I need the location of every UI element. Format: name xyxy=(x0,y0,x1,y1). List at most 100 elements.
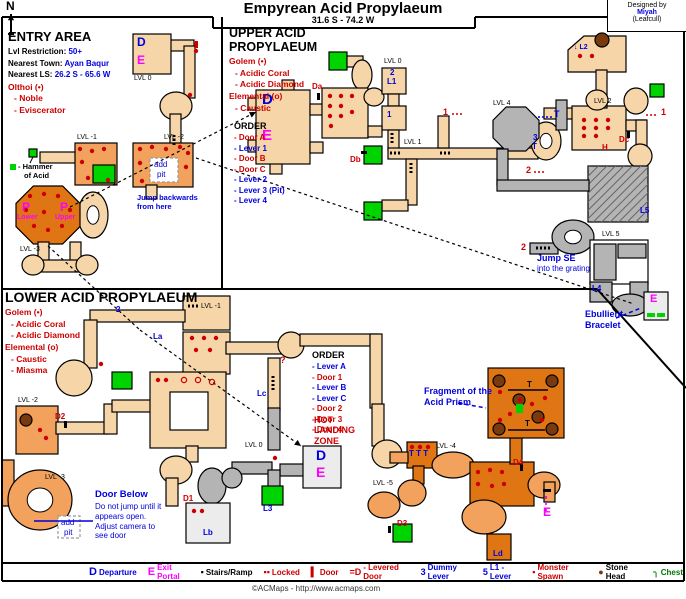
map-shape xyxy=(21,254,45,276)
monster-spawn-dot xyxy=(193,41,199,47)
monster-spawn-dot xyxy=(338,93,344,99)
level-label: LVL -5 xyxy=(373,480,393,487)
map-shape xyxy=(185,445,199,463)
map-shape xyxy=(389,451,409,464)
order-item: - Door 3 xyxy=(312,414,343,424)
order-item: - Door 4 xyxy=(312,425,343,434)
map-shape xyxy=(657,313,665,317)
map-shape xyxy=(617,243,647,259)
map-shape xyxy=(363,87,385,107)
legend-item: ▍Door xyxy=(311,567,339,578)
lever-marker: L1 xyxy=(387,77,397,86)
map-shape xyxy=(381,67,407,95)
door-below-note: Door Below Do not jump until it appears … xyxy=(95,489,162,541)
stone-head xyxy=(594,32,610,48)
monster-spawn-dot xyxy=(79,159,85,165)
map-shape xyxy=(369,333,383,409)
dummy-lever-icon: 3 xyxy=(420,567,426,577)
hot-landing-room xyxy=(302,445,342,489)
portal-marker: E xyxy=(316,464,326,480)
map-label: T xyxy=(525,419,530,428)
monster-spawn-dot xyxy=(89,148,95,154)
monster-spawn-dot xyxy=(43,435,49,441)
monster-spawn-dot xyxy=(501,481,507,487)
door-marker: D1 xyxy=(183,494,194,503)
map-shape xyxy=(627,143,653,169)
compass-north-label: N xyxy=(6,0,15,13)
map-shape xyxy=(169,391,209,431)
map-shape xyxy=(647,313,655,317)
room-lvl-m3 xyxy=(15,185,81,245)
monster-spawn-dot xyxy=(41,209,47,215)
door-marker: Dc xyxy=(619,135,630,144)
map-shape xyxy=(496,179,590,192)
map-shape xyxy=(623,87,649,115)
level-label: LVL -1 xyxy=(201,303,221,310)
monster-item: - Acidic Diamond xyxy=(235,79,305,89)
legend-label: Stairs/Ramp xyxy=(205,567,253,577)
monster-group-name: Elemental (o) xyxy=(5,342,59,352)
map-shape xyxy=(461,499,507,535)
stairs-ramp-icon: ▪ xyxy=(200,567,204,577)
monster-spawn-dot xyxy=(529,401,535,407)
monster-spawn-dot xyxy=(272,455,278,461)
map-coordinates: 31.6 S - 74.2 W xyxy=(311,15,375,25)
portal-marker: E xyxy=(137,53,146,67)
monster-spawn-dot xyxy=(45,227,51,233)
monster-spawn-dot xyxy=(489,483,495,489)
monster-spawn-dot xyxy=(59,223,65,229)
order-item: - Door 2 xyxy=(312,404,343,413)
monster-spawn-dot xyxy=(183,164,189,170)
lever-marker: D xyxy=(316,447,327,463)
level-label: LVL 0 xyxy=(245,442,263,449)
monster-spawn-dot xyxy=(191,508,197,514)
chest xyxy=(392,523,413,543)
connection-line xyxy=(47,245,141,331)
map-shape xyxy=(299,333,379,347)
stone-head-icon: ● xyxy=(598,567,604,577)
level-restriction: Lvl Restriction: 50+ xyxy=(8,47,83,56)
monster-spawn-dot xyxy=(67,207,73,213)
legend-item: ●Stone Head xyxy=(598,563,642,581)
monster-spawn-dot xyxy=(409,444,415,450)
map-line xyxy=(596,288,686,389)
level-label: LVL -3 xyxy=(45,474,65,481)
monster-spawn-dot xyxy=(327,113,333,119)
designer-server: (Leafcull) xyxy=(632,16,662,23)
lever-marker: Lb xyxy=(203,528,213,537)
map-shape xyxy=(564,229,582,245)
lever-marker: 2 xyxy=(390,68,395,77)
monster-spawn-dot xyxy=(177,144,183,150)
monster-spawn-dot xyxy=(213,335,219,341)
stone-head xyxy=(492,374,506,388)
map-shape xyxy=(539,132,553,150)
entry-monster-group: Olthoi (•) xyxy=(8,81,44,92)
map-shape xyxy=(397,479,427,507)
monster-item: - Eviscerator xyxy=(14,104,66,115)
lower-section-info: LOWER ACID PROPYLAEUM Golem (•)- Acidic … xyxy=(5,289,235,375)
portal-marker: Lower xyxy=(17,214,38,221)
monster-spawn-dot xyxy=(163,377,169,383)
legend-label: - Levered Door xyxy=(363,563,399,581)
chest xyxy=(261,485,284,506)
map-shape xyxy=(169,113,182,147)
monster-spawn-dot xyxy=(201,335,207,341)
map-shape xyxy=(317,93,320,100)
map-line xyxy=(29,156,34,164)
designer-name: Miyah xyxy=(637,9,657,16)
monster-spawn-dot xyxy=(101,146,107,152)
pit-room xyxy=(588,166,648,222)
departure-icon: D xyxy=(89,566,97,578)
upper-order-label: ORDER xyxy=(234,121,267,131)
hot-landing-zone-note: HOT LANDING ZONE xyxy=(314,415,355,446)
monster-spawn-dot xyxy=(37,427,43,433)
link-marker: 2 xyxy=(526,165,532,175)
link-marker: H xyxy=(602,143,608,152)
map-shape xyxy=(145,184,158,200)
portal-marker: P xyxy=(60,200,69,214)
